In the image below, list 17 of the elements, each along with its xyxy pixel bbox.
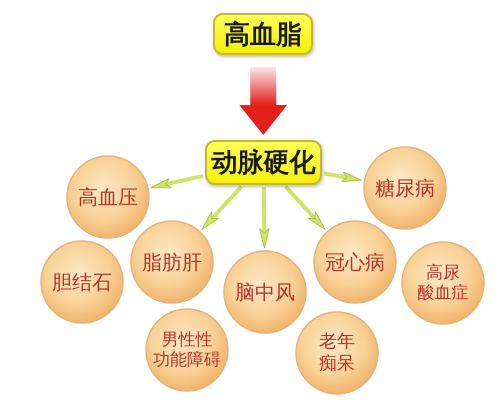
- term-box: 动脉硬化: [205, 140, 322, 185]
- arrow: [200, 185, 243, 231]
- disease-circle: 高血压: [66, 155, 150, 239]
- arrow: [284, 185, 327, 231]
- term-box: 高血脂: [213, 13, 313, 55]
- disease-circle: 冠心病: [313, 220, 397, 304]
- arrow: [239, 66, 288, 136]
- arrow: [258, 186, 270, 248]
- arrow: [150, 174, 204, 190]
- disease-circle: 脑中风: [223, 250, 307, 334]
- disease-circle: 胆结石: [40, 240, 124, 324]
- disease-circle: 糖尿病: [363, 146, 447, 230]
- disease-circle: 脂肪肝: [130, 220, 214, 304]
- disease-circle: 男性性功能障碍: [145, 308, 229, 392]
- disease-circle: 高尿酸血症: [401, 241, 485, 325]
- disease-circle: 老年痴呆: [295, 311, 379, 395]
- arrow: [324, 171, 362, 182]
